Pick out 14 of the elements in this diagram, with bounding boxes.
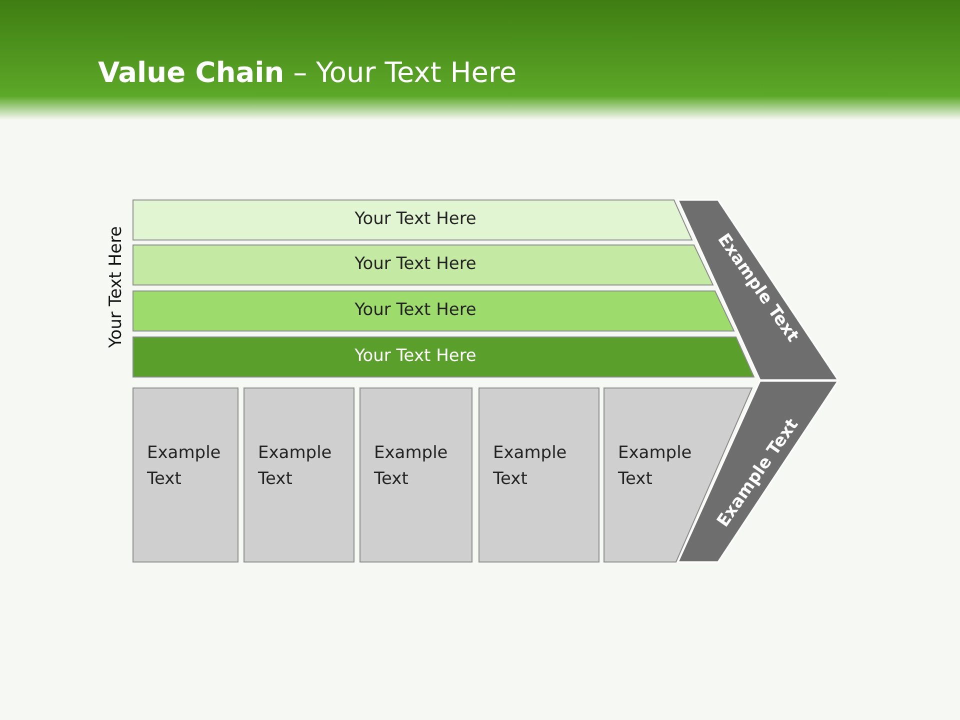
activity-box bbox=[360, 388, 472, 562]
chevron-segment bbox=[678, 200, 838, 380]
node-label: Your Text Here bbox=[354, 209, 478, 229]
process-bar bbox=[133, 245, 713, 285]
activity-box bbox=[133, 388, 238, 562]
node-label: Your Text Here bbox=[354, 254, 478, 274]
activity-box bbox=[244, 388, 354, 562]
side-label: Your Text Here bbox=[106, 226, 126, 348]
slide-title: Value Chain – Your Text Here bbox=[98, 56, 517, 89]
node-label: Your Text Here bbox=[354, 300, 478, 320]
activity-box bbox=[479, 388, 599, 562]
process-bar bbox=[133, 200, 692, 240]
process-bar bbox=[133, 337, 754, 377]
node-label: Your Text Here bbox=[354, 346, 478, 366]
